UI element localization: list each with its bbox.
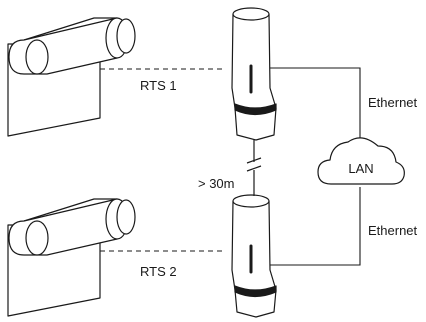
distance-connector (246, 140, 262, 196)
rts-2-label: RTS 2 (140, 264, 177, 279)
gateway-device-bottom (231, 194, 277, 318)
ethernet-line-bottom (270, 187, 361, 266)
lan-cloud (317, 137, 405, 185)
ethernet-label-bottom: Ethernet (368, 223, 418, 238)
awning-motor-top (7, 17, 136, 137)
awning-motor-bottom (7, 198, 136, 317)
ethernet-label-top: Ethernet (368, 95, 418, 110)
distance-label: > 30m (198, 176, 235, 191)
ethernet-line-top (270, 67, 361, 145)
gateway-device-top (231, 7, 277, 141)
lan-label: LAN (348, 161, 373, 176)
rts-1-label: RTS 1 (140, 78, 177, 93)
